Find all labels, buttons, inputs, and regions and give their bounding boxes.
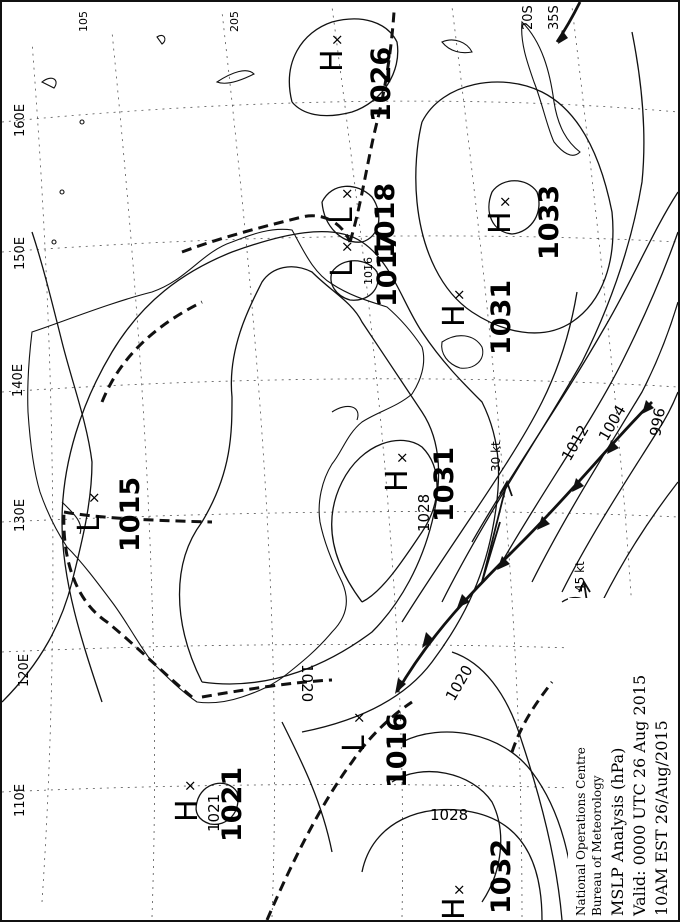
isobars — [2, 18, 678, 920]
svg-text:H: H — [437, 897, 472, 920]
grid-value-label: 105 — [77, 11, 90, 32]
analysis-title: MSLP Analysis (hPa) — [608, 748, 627, 916]
cold-front — [395, 2, 654, 694]
svg-text:×: × — [338, 187, 356, 200]
valid-time: Valid: 0000 UTC 26 Aug 2015 — [630, 675, 649, 917]
analysis-info-box: National Operations Centre Bureau of Met… — [568, 598, 678, 920]
svg-text:×: × — [181, 779, 199, 792]
svg-text:1016: 1016 — [362, 257, 375, 285]
pressure-systems: H × 1021 1021 L × 1016 L × 1015 H × 1031… — [72, 33, 565, 920]
svg-text:L: L — [325, 207, 360, 224]
svg-text:1021: 1021 — [205, 794, 223, 832]
grid-value-label: 205 — [228, 11, 241, 32]
lon-label: 130E — [13, 499, 28, 532]
svg-text:1028: 1028 — [415, 494, 433, 532]
svg-text:H: H — [483, 211, 518, 234]
svg-text:×: × — [496, 195, 514, 208]
svg-text:H: H — [437, 304, 472, 327]
lon-label: 120E — [17, 654, 32, 687]
troughs — [62, 11, 554, 920]
isobar-label: 1020 — [298, 664, 316, 702]
longitude-labels: 110E 120E 130E 140E 150E 160E 20S 35S 10… — [11, 5, 562, 817]
svg-text:1018: 1018 — [370, 183, 401, 258]
local-time: 10AM EST 26/Aug/2015 — [652, 720, 671, 916]
bureau-label: Bureau of Meteorology — [590, 775, 604, 916]
wind-speed-label: 45 kt — [573, 561, 587, 592]
wind-labels: 30 kt 45 kt — [489, 441, 587, 592]
coastline-new-zealand — [441, 20, 581, 156]
svg-text:×: × — [85, 491, 103, 504]
high-pressure-system: H × 1031 1028 — [380, 447, 460, 532]
svg-text:×: × — [393, 451, 411, 464]
svg-text:L: L — [72, 515, 107, 532]
svg-text:×: × — [328, 33, 346, 46]
svg-text:×: × — [450, 288, 468, 301]
lon-label: 150E — [13, 237, 28, 270]
svg-text:1021: 1021 — [217, 767, 248, 842]
svg-text:H: H — [315, 49, 350, 72]
svg-text:1031: 1031 — [429, 447, 460, 522]
svg-text:H: H — [380, 469, 415, 492]
svg-text:1017: 1017 — [372, 232, 403, 307]
high-pressure-system: H × 1032 — [437, 839, 517, 920]
low-pressure-system: L × 1018 — [325, 183, 401, 258]
svg-text:1015: 1015 — [115, 477, 146, 552]
isobar-label: 1012 — [558, 422, 593, 464]
isobar-label: 1004 — [595, 402, 630, 444]
svg-text:×: × — [350, 711, 368, 724]
svg-text:1033: 1033 — [534, 185, 565, 260]
svg-text:1032: 1032 — [486, 839, 517, 914]
svg-text:H: H — [170, 799, 205, 822]
low-pressure-system: L × 1016 — [337, 711, 413, 788]
svg-text:1026: 1026 — [366, 47, 397, 122]
svg-text:1016: 1016 — [382, 713, 413, 788]
lon-label: 160E — [13, 104, 28, 137]
high-pressure-system: H × 1031 — [437, 280, 517, 355]
svg-text:L: L — [325, 260, 360, 277]
lon-label: 110E — [13, 784, 28, 817]
high-pressure-system: H × 1033 — [483, 185, 565, 260]
svg-text:×: × — [338, 240, 356, 253]
lat-label: 35S — [547, 5, 562, 30]
high-pressure-system: H × 1021 1021 — [170, 767, 248, 842]
wind-speed-label: 30 kt — [489, 441, 503, 472]
isobar-label: 1028 — [430, 806, 468, 824]
coastline-australia — [27, 228, 484, 704]
low-pressure-system: L × 1017 1016 — [325, 232, 403, 307]
low-pressure-system: L × 1015 — [72, 477, 146, 552]
lon-label: 140E — [11, 364, 26, 397]
lat-label: 20S — [521, 5, 536, 30]
high-pressure-system: H × 1026 — [315, 33, 397, 122]
centre-label: National Operations Centre — [574, 747, 588, 916]
svg-text:×: × — [450, 883, 468, 896]
islands — [40, 34, 255, 245]
svg-text:1031: 1031 — [486, 280, 517, 355]
svg-text:L: L — [337, 735, 372, 752]
isobar-label: 996 — [646, 406, 669, 437]
isobar-label: 1020 — [442, 662, 477, 704]
